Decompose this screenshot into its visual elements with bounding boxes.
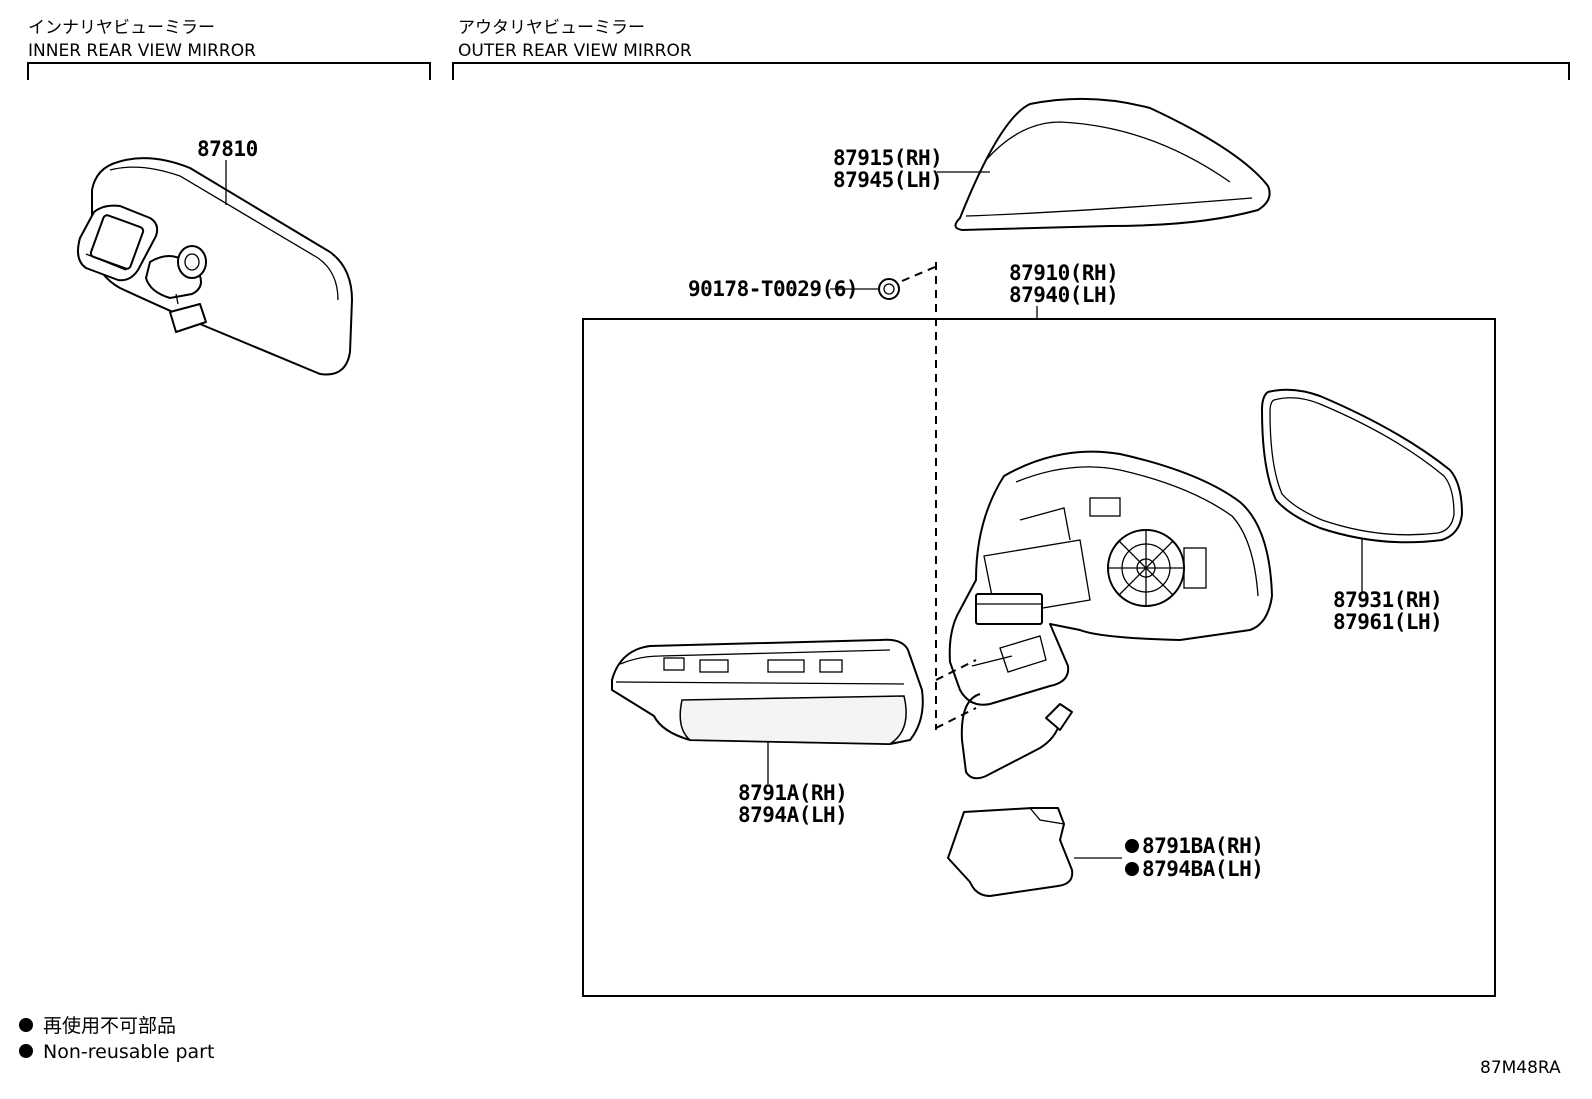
housing-dash-line-upper [935,659,977,681]
part-number-glass-rh: 87931(RH) [1333,588,1442,612]
mirror-housing-illustration [948,450,1273,780]
legend-non-reusable-jp: 再使用不可部品 [43,1015,176,1037]
legend-dot-en [19,1044,33,1058]
legend-dot-jp [19,1018,33,1032]
part-number-cover-lh: 87945(LH) [833,168,942,192]
legend-non-reusable-en: Non-reusable part [43,1041,214,1063]
part-number-assy-rh: 87910(RH) [1009,261,1118,285]
inner-mirror-header-jp: インナリヤビューミラー [28,18,215,38]
inner-mirror-illustration [77,157,353,376]
non-reusable-dot-seal-lh [1125,862,1139,876]
outer-mirror-header-jp: アウタリヤビューミラー [458,18,645,38]
mirror-cover-illustration [954,97,1271,231]
outer-mirror-header-en: OUTER REAR VIEW MIRROR [458,41,692,61]
inner-mirror-header-en: INNER REAR VIEW MIRROR [28,41,256,61]
part-number-87810: 87810 [197,137,258,161]
part-number-lamp-lh: 8794A(LH) [738,803,847,827]
part-number-seal-lh: 8794BA(LH) [1142,857,1263,881]
housing-dash-line-lower [935,707,977,729]
diagram-code: 87M48RA [1480,1058,1561,1078]
part-number-seal-rh: 8791BA(RH) [1142,834,1263,858]
outer-mirror-assembly-box [582,318,1496,997]
part-number-cover-rh: 87915(RH) [833,146,942,170]
inner-section-bracket [27,62,431,80]
part-number-assy-lh: 87940(LH) [1009,283,1118,307]
mirror-glass-illustration [1261,388,1463,544]
side-turn-lamp-illustration [611,638,924,745]
seal-illustration [947,807,1074,897]
screw-dash-line [901,266,936,282]
screw-illustration [878,278,900,300]
non-reusable-dot-seal-rh [1125,839,1139,853]
part-number-glass-lh: 87961(LH) [1333,610,1442,634]
outer-section-bracket [452,62,1570,80]
part-number-lamp-rh: 8791A(RH) [738,781,847,805]
